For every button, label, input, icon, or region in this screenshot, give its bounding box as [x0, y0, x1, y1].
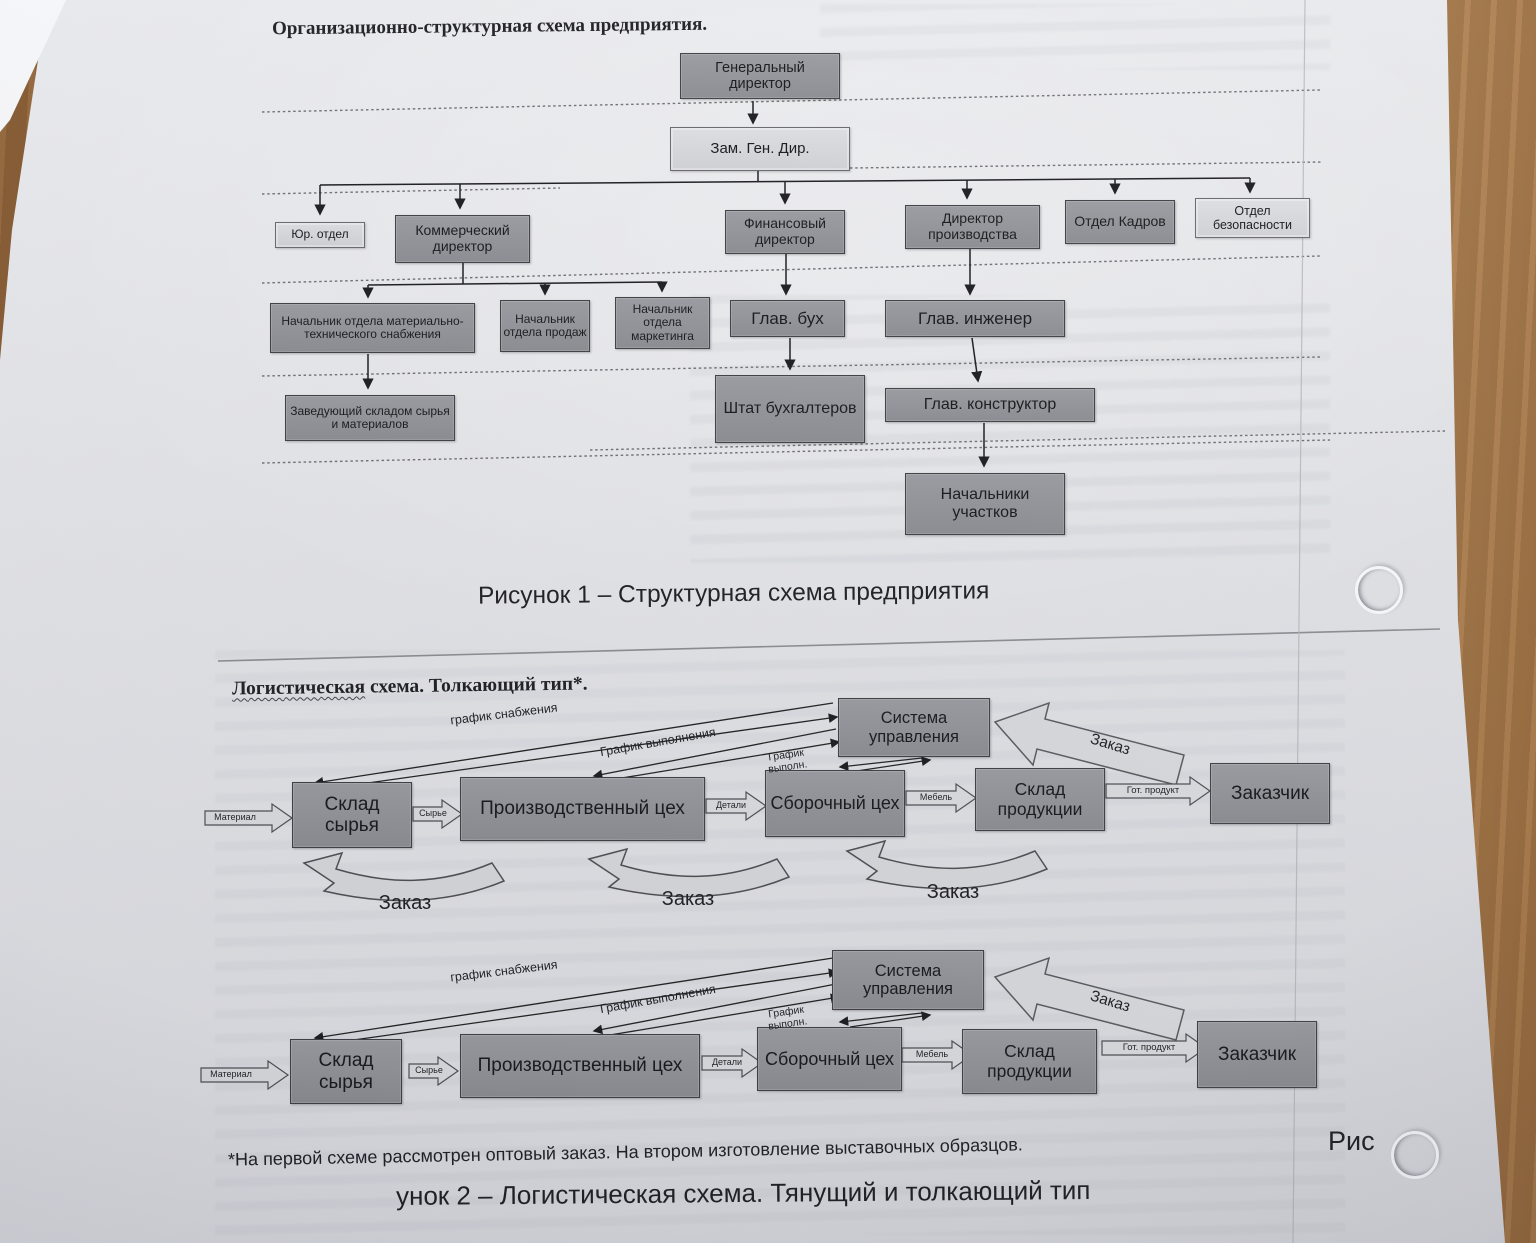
org-chart-title: Организационно-структурная схема предпри…	[271, 13, 708, 40]
org-node-head-marketing: Начальник отдела маркетинга	[615, 297, 710, 349]
org-node-warehouse-manager: Заведующий складом сырья и материалов	[285, 395, 455, 441]
log-a-customer: Заказчик	[1210, 763, 1330, 824]
org-node-hr-department: Отдел Кадров	[1065, 200, 1175, 244]
hole-punch-top	[1355, 566, 1403, 614]
log-b-control-system: Система управления	[832, 950, 984, 1010]
org-node-head-supply: Начальник отдела материально-техническог…	[270, 303, 475, 353]
log-b-flow-material: Материал	[210, 1069, 252, 1079]
log-a-production-shop: Производственный цех	[460, 777, 705, 841]
log-b-flow-parts: Детали	[711, 1057, 743, 1067]
log-a-flow-parts: Детали	[715, 800, 747, 810]
log-b-flow-furniture: Мебель	[915, 1049, 949, 1059]
org-node-security-department: Отдел безопасности	[1195, 198, 1310, 238]
org-node-general-director: Генеральный директор	[680, 53, 840, 99]
log-a-product-warehouse: Склад продукции	[975, 768, 1105, 831]
org-node-section-heads: Начальники участков	[905, 473, 1065, 535]
org-node-accounting-staff: Штат бухгалтеров	[715, 375, 865, 443]
log-a-raw-warehouse: Склад сырья	[292, 782, 412, 848]
org-node-chief-accountant: Глав. бух	[730, 300, 845, 337]
logistics-heading-word1: Логистическая	[231, 676, 366, 700]
org-node-deputy-general-director: Зам. Ген. Дир.	[670, 127, 850, 171]
org-node-chief-engineer: Глав. инженер	[885, 300, 1065, 337]
log-b-assembly-shop: Сборочный цех	[757, 1027, 902, 1091]
log-a-flow-material: Материал	[214, 812, 256, 822]
logistics-heading-rest: схема. Толкающий тип*.	[364, 673, 588, 698]
log-a-control-system: Система управления	[838, 698, 990, 757]
log-b-flow-raw: Сырье	[415, 1065, 443, 1075]
figure2-caption-fragment: Рис	[1328, 1126, 1375, 1156]
log-a-assembly-shop: Сборочный цех	[765, 770, 905, 837]
log-a-flow-furniture: Мебель	[919, 792, 953, 802]
log-b-customer: Заказчик	[1197, 1021, 1317, 1088]
org-node-commercial-director: Коммерческий директор	[395, 215, 530, 263]
log-a-flow-raw: Сырье	[419, 808, 447, 818]
org-node-legal-department: Юр. отдел	[275, 222, 365, 248]
log-b-product-warehouse: Склад продукции	[962, 1029, 1097, 1094]
log-b-raw-warehouse: Склад сырья	[290, 1039, 402, 1104]
log-a-order-label-3: Заказ	[926, 881, 980, 903]
org-node-financial-director: Финансовый директор	[725, 210, 845, 254]
hole-punch-bottom	[1391, 1131, 1439, 1179]
org-node-production-director: Директор производства	[905, 205, 1040, 249]
org-node-chief-designer: Глав. конструктор	[885, 388, 1095, 422]
org-node-head-sales: Начальник отдела продаж	[500, 300, 590, 352]
log-b-flow-finished: Гот. продукт	[1122, 1042, 1176, 1053]
log-a-order-label-1: Заказ	[378, 892, 432, 914]
log-a-flow-finished: Гот. продукт	[1126, 785, 1180, 796]
figure2-caption: унок 2 – Логистическая схема. Тянущий и …	[395, 1174, 1091, 1212]
log-a-order-label-2: Заказ	[661, 888, 715, 910]
log-b-production-shop: Производственный цех	[460, 1034, 700, 1098]
figure1-caption: Рисунок 1 – Структурная схема предприяти…	[477, 577, 990, 610]
